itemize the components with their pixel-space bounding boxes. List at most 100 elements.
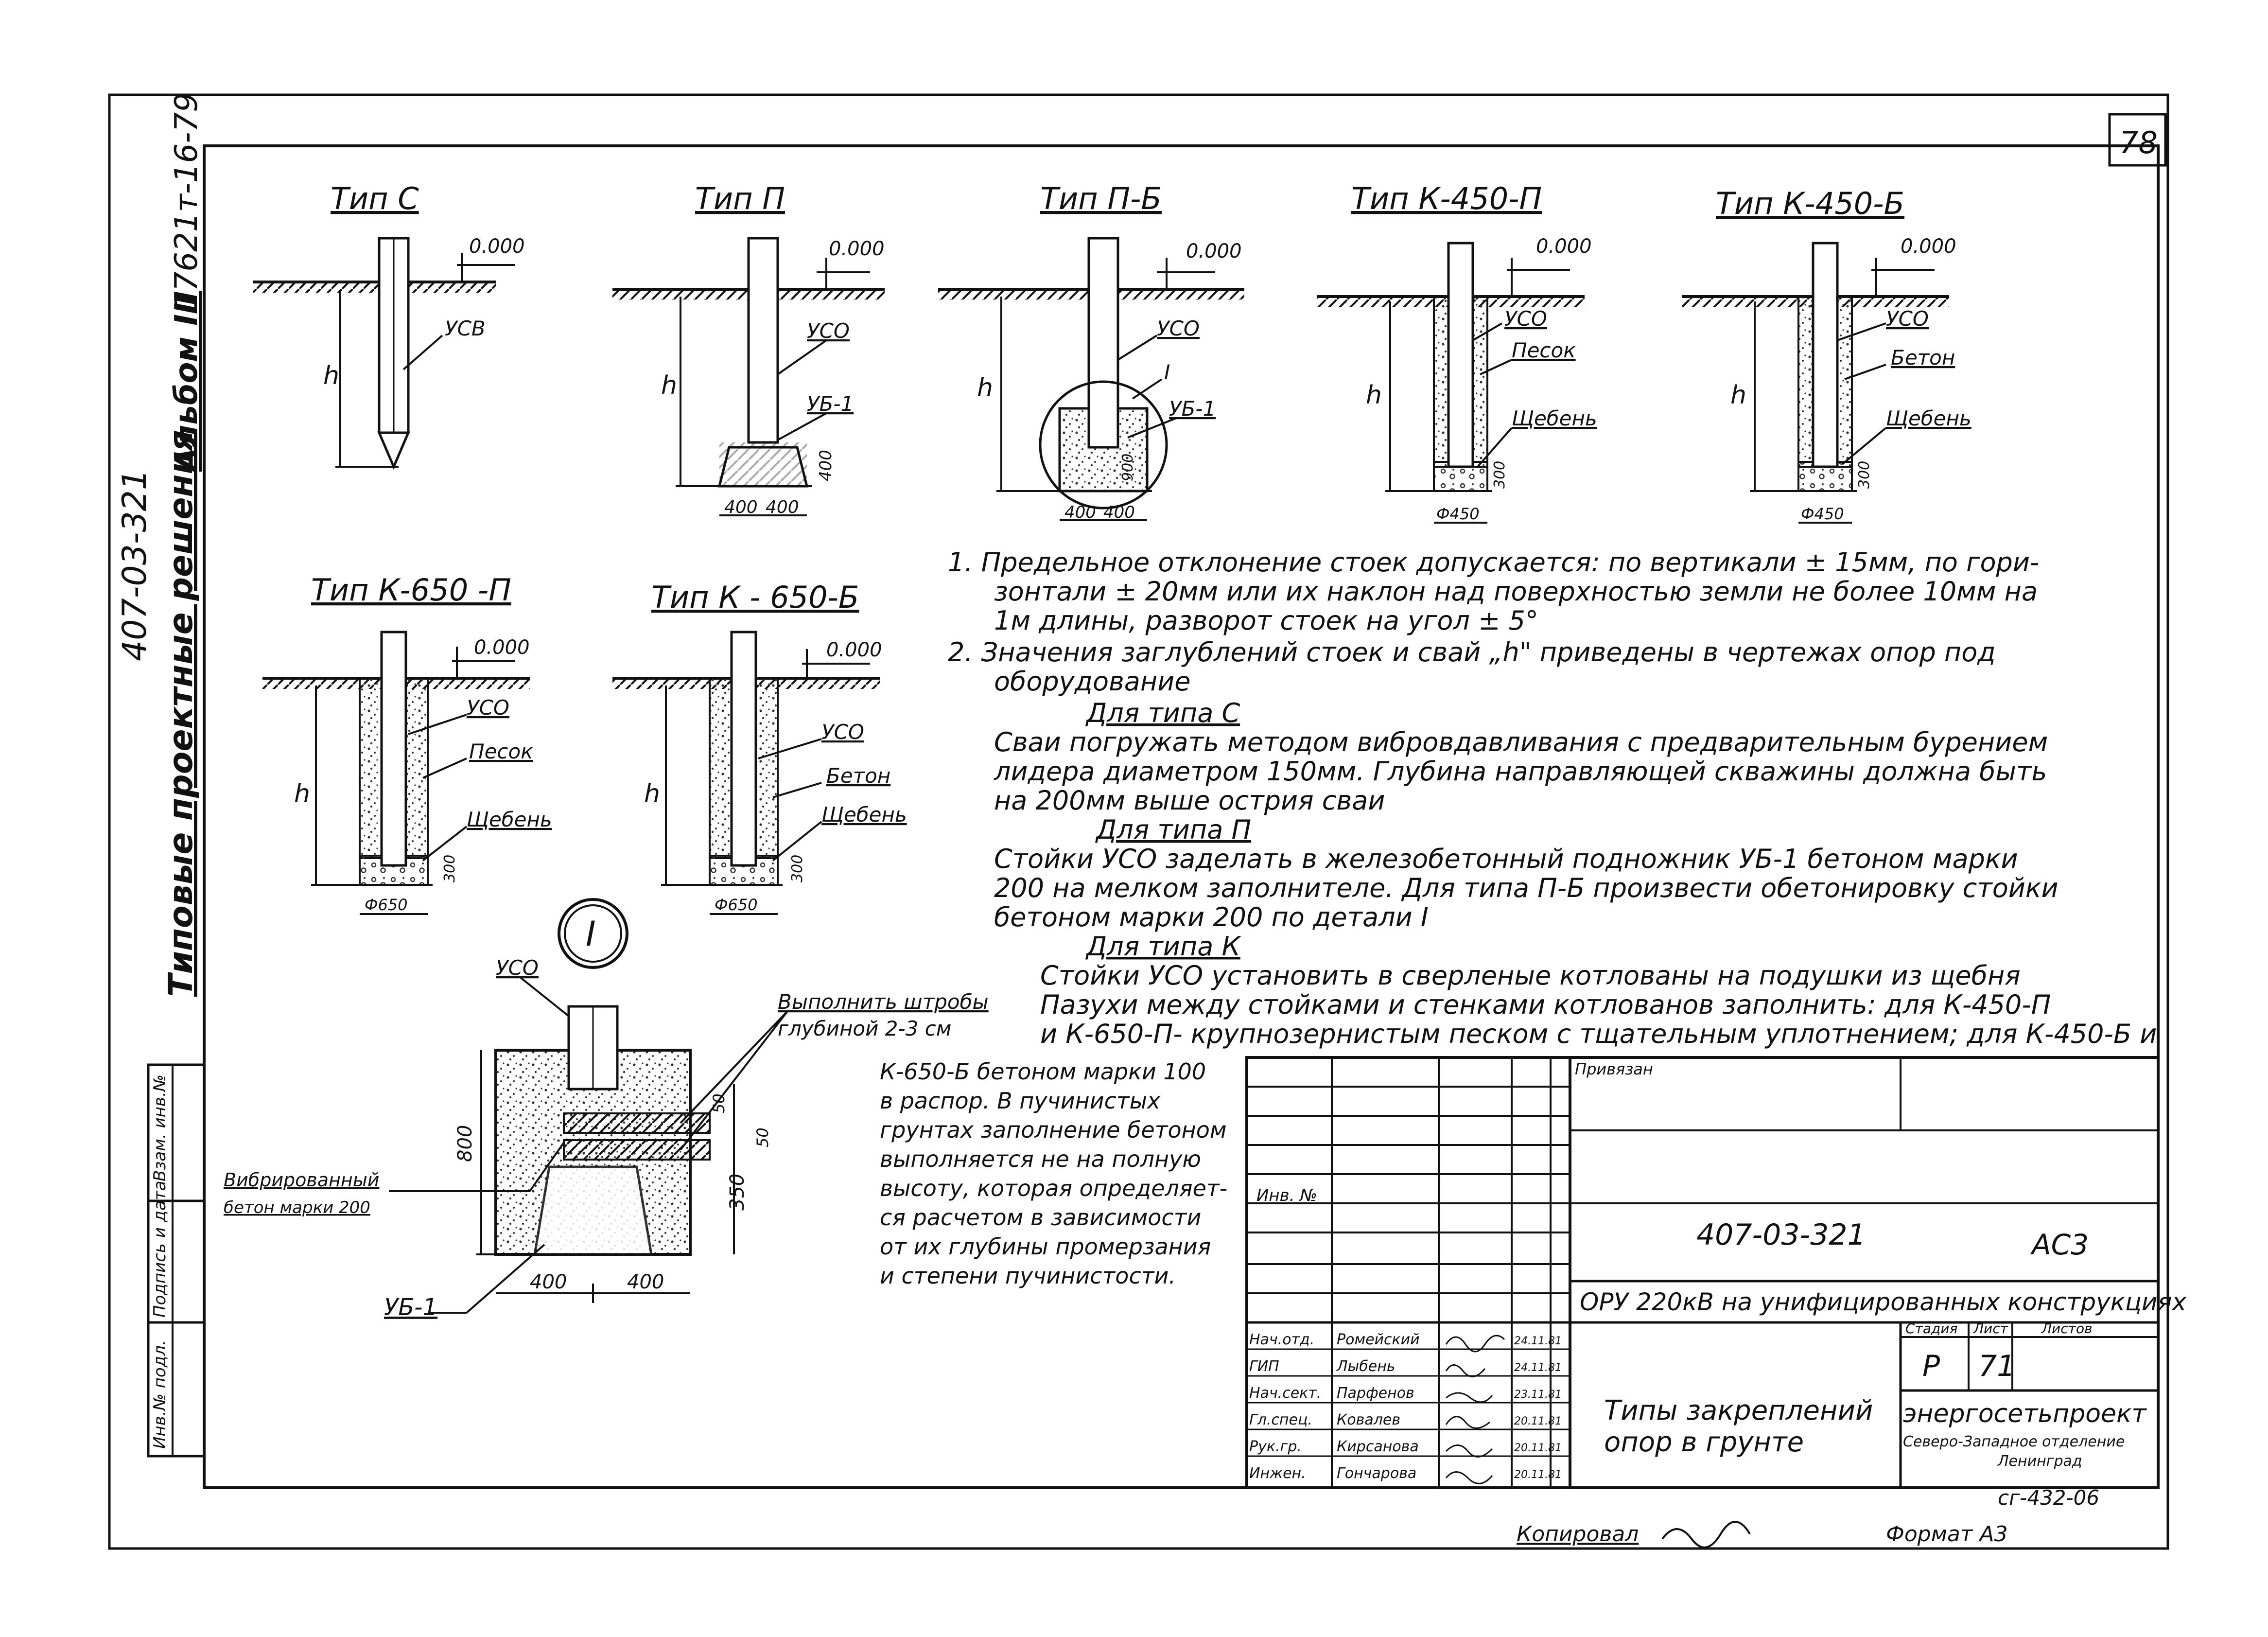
footer-format: Формат А3	[1886, 1522, 2008, 1547]
signer-name-1: Ромейский	[1337, 1331, 1420, 1348]
type-k450p-note-gravel: Щебень	[1512, 406, 1597, 430]
inner-frame	[203, 144, 2160, 1489]
type-p-dim-2: 400	[766, 497, 799, 517]
side-boxes: Инв.№ подл. Подпись и дата Взам. инв.№	[147, 1063, 206, 1458]
type-c-label: Тип С	[331, 181, 419, 216]
detail-grooves-depth: глубиной 2-3 см	[778, 1017, 952, 1040]
type-k650p-note-sand: Песок	[469, 739, 533, 763]
note-line-12: 200 на мелком заполнителе. Для типа П-Б …	[994, 873, 2059, 903]
type-k450b-note-gravel: Щебень	[1886, 406, 1971, 430]
type-k450p-note-sand: Песок	[1512, 338, 1576, 362]
stamp-code: 407-03-321	[1696, 1218, 1866, 1252]
type-p-dim-1: 400	[724, 497, 758, 517]
type-c-level: 0.000	[469, 235, 525, 258]
signer-role-5: Рук.гр.	[1249, 1438, 1302, 1455]
type-k450p-level: 0.000	[1536, 235, 1592, 258]
note-line-10: Для типа П	[1095, 814, 1251, 845]
type-k650b-note-concrete: Бетон	[826, 764, 890, 788]
signer-name-5: Кирсанова	[1337, 1438, 1419, 1455]
type-k650b-depth: h	[644, 779, 660, 809]
type-k450b-drawing: Тип К-450-Б h Ф450 300 0.000 УСО Бетон Щ…	[1682, 186, 1971, 524]
signer-name-4: Ковалев	[1337, 1411, 1400, 1428]
type-pb-depth: h	[977, 373, 993, 403]
type-k450p-dim-1: Ф450	[1436, 505, 1480, 523]
type-k650b-level: 0.000	[826, 639, 882, 661]
detail-grooves: Выполнить штробы	[778, 990, 989, 1014]
type-k650p-note-gravel: Щебень	[467, 808, 552, 831]
type-k650p-dim-2: 300	[441, 855, 458, 882]
stamp-list-label: Лист	[1973, 1320, 2008, 1337]
note-cont-3: грунтах заполнение бетоном	[880, 1117, 1227, 1143]
signer-date-1: 24.11.81	[1514, 1335, 1562, 1347]
type-k450b-dim-1: Ф450	[1801, 505, 1844, 523]
copier-signature	[1661, 1521, 1751, 1549]
stamp-org: энергосетьпроект	[1903, 1399, 2147, 1428]
signer-role-4: Гл.спец.	[1249, 1411, 1312, 1428]
note-cont-8: и степени пучинистости.	[880, 1263, 1176, 1289]
detail-dim-400-right: 400	[627, 1271, 664, 1293]
type-k450p-dim-2: 300	[1491, 461, 1508, 489]
signer-role-3: Нач.сект.	[1249, 1385, 1321, 1402]
footer-copied: Копировал	[1517, 1522, 1639, 1547]
type-k450b-level: 0.000	[1901, 235, 1956, 258]
type-k650b-label: Тип К - 650-Б	[651, 580, 859, 615]
side-box-inv: Инв.№ подл.	[150, 1340, 170, 1449]
stamp-list: 71	[1978, 1349, 2015, 1383]
side-number: 17621т-16-79	[169, 92, 205, 311]
signer-role-1: Нач.отд.	[1249, 1331, 1314, 1348]
type-pb-drawing: Тип П-Б h 400 400 900 0.000 УСО I УБ-1	[938, 181, 1244, 522]
detail-marker: I	[586, 914, 596, 954]
note-cont-2: в распор. В пучинистых	[880, 1088, 1161, 1114]
signer-name-3: Парфенов	[1337, 1385, 1414, 1402]
side-box-sign: Подпись и дата	[150, 1180, 170, 1318]
detail-dim-800: 800	[454, 1125, 476, 1162]
note-line-4: 2. Значения заглублений стоек и свай „h"…	[948, 637, 1996, 668]
side-title: Типовые проектные решения	[162, 430, 200, 997]
detail-i-drawing: I 800 400 400 50 50 350 УСО Выполнить шт…	[224, 898, 989, 1321]
type-pb-level: 0.000	[1186, 240, 1242, 263]
note-line-1: 1. Предельное отклонение стоек допускает…	[948, 547, 2039, 578]
type-k450p-depth: h	[1366, 381, 1382, 410]
side-project: 407-03-321	[116, 469, 154, 661]
type-k450p-note-uso: УСО	[1504, 307, 1547, 331]
signer-date-4: 20.11.81	[1514, 1415, 1562, 1427]
note-line-3: 1м длины, разворот стоек на угол ± 5°	[994, 605, 1538, 636]
stamp-title-1: Типы закреплений	[1604, 1395, 1873, 1426]
note-line-13: бетоном марки 200 по детали I	[994, 902, 1429, 933]
page-number: 78	[2119, 125, 2158, 160]
type-k650p-dim-1: Ф650	[365, 896, 408, 914]
type-pb-note-uso: УСО	[1157, 317, 1200, 340]
type-k450b-depth: h	[1730, 381, 1746, 410]
signer-role-2: ГИП	[1249, 1358, 1279, 1375]
stamp-stadiya: Р	[1922, 1349, 1940, 1383]
stamp-org-sub2: Ленинград	[1997, 1453, 2082, 1470]
stamp-project: ОРУ 220кВ на унифицированных конструкция…	[1580, 1288, 2186, 1316]
side-box-replace: Взам. инв.№	[150, 1074, 170, 1181]
type-k650p-drawing: Тип К-650 -П h Ф650 300 0.000 УСО Песок …	[262, 572, 552, 915]
type-k450p-drawing: Тип К-450-П h Ф450 300 0.000 УСО Песок Щ…	[1317, 181, 1597, 524]
type-k650p-level: 0.000	[474, 636, 530, 659]
note-line-9: на 200мм выше острия сваи	[994, 785, 1385, 816]
outer-frame	[108, 93, 2169, 1550]
type-pb-label: Тип П-Б	[1040, 181, 1162, 216]
type-pb-dim-3: 900	[1119, 454, 1136, 481]
note-line-7: Сваи погружать методом вибровдавливания …	[994, 727, 2048, 757]
detail-concrete-2: бетон марки 200	[224, 1198, 370, 1217]
type-p-label: Тип П	[695, 181, 785, 216]
note-cont-7: от их глубины промерзания	[880, 1233, 1211, 1260]
signature-marks	[1445, 1335, 1505, 1484]
detail-concrete-1: Вибрированный	[224, 1169, 379, 1191]
note-line-14: Для типа К	[1085, 931, 1241, 962]
note-line-8: лидера диаметром 150мм. Глубина направля…	[994, 756, 2047, 787]
type-pb-note-i: I	[1164, 360, 1170, 384]
type-k450b-dim-2: 300	[1856, 461, 1873, 489]
stamp-privyazan: Привязан	[1575, 1060, 1653, 1078]
note-line-16: Пазухи между стойками и стенками котлова…	[1040, 989, 2051, 1020]
note-line-17: и К-650-П- крупнозернистым песком с тщат…	[1040, 1019, 2157, 1049]
detail-dim-350: 350	[726, 1174, 749, 1211]
stamp-org-sub1: Северо-Западное отделение	[1903, 1433, 2125, 1450]
type-p-note-uso: УСО	[807, 319, 850, 343]
signer-date-6: 20.11.81	[1514, 1469, 1562, 1481]
detail-dim-50-top: 50	[710, 1093, 728, 1113]
